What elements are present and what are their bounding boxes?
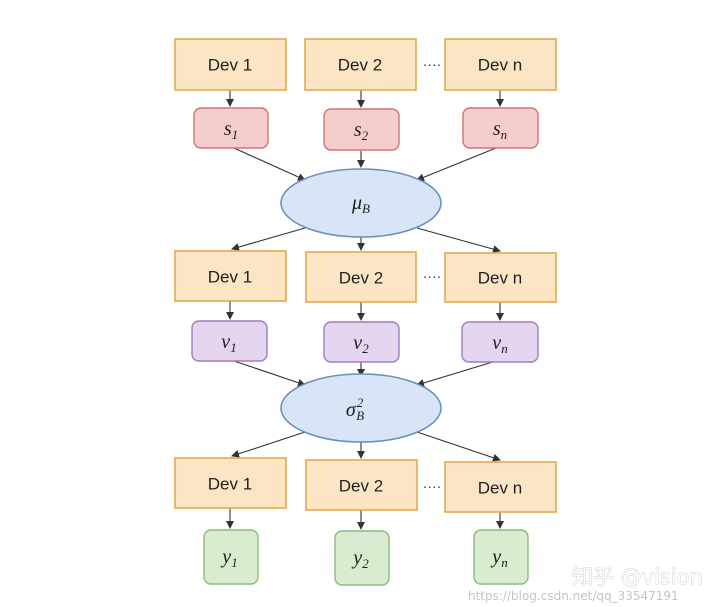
device-row-1: Dev 1 Dev 2 ···· Dev n	[174, 38, 557, 91]
device-box-dev1: Dev 1	[174, 457, 287, 509]
s-node-label: s2	[354, 119, 369, 143]
device-box-devn: Dev n	[444, 461, 557, 513]
arrow-vn-to-sigma	[416, 360, 497, 387]
s-node-1: s1	[193, 107, 269, 149]
device-box-dev2: Dev 2	[305, 459, 418, 511]
device-box-dev2: Dev 2	[305, 251, 417, 303]
device-box-devn: Dev n	[444, 252, 557, 303]
ellipsis-row-3: ····	[423, 478, 442, 494]
arrow-sigma-to-devn	[416, 431, 501, 462]
v-node-2: ν2	[323, 321, 400, 363]
s-node-label: s1	[224, 118, 238, 142]
mean-ellipse: μB	[280, 168, 442, 238]
arrow-s1-to-mu	[233, 147, 306, 181]
s-node-label: sn	[493, 118, 507, 142]
device-label: Dev 1	[208, 56, 252, 75]
device-box-dev1: Dev 1	[174, 38, 287, 91]
y-node-row: y1 y2 yn	[203, 529, 529, 586]
arrow-mu-to-devn	[416, 227, 501, 253]
ellipsis-row-1: ····	[423, 56, 442, 72]
device-label: Dev n	[478, 269, 522, 288]
y-node-2: y2	[334, 530, 390, 586]
device-label: Dev 1	[208, 268, 252, 287]
y-node-label: y1	[220, 546, 237, 570]
arrow-mu-to-dev1	[231, 227, 306, 251]
arrow-sn-to-mu	[416, 147, 497, 182]
device-box-devn: Dev n	[444, 38, 557, 91]
device-label: Dev n	[478, 479, 522, 498]
y-node-label: yn	[490, 546, 507, 570]
device-box-dev1: Dev 1	[174, 250, 287, 302]
watermark-url-text: https://blog.csdn.net/qq_33547191	[468, 589, 679, 603]
watermark: 知乎 @vision https://blog.csdn.net/qq_3354…	[468, 565, 703, 603]
device-label: Dev 1	[208, 475, 252, 494]
device-row-2: Dev 1 Dev 2 ···· Dev n	[174, 250, 557, 303]
v-node-label: ν1	[221, 331, 236, 355]
device-row-3: Dev 1 Dev 2 ···· Dev n	[174, 457, 557, 513]
v-node-1: ν1	[191, 320, 268, 362]
v-node-label: νn	[492, 332, 507, 356]
y-node-n: yn	[473, 529, 529, 585]
device-label: Dev 2	[338, 56, 382, 75]
watermark-main-text: 知乎 @vision	[572, 565, 703, 589]
device-label: Dev 2	[339, 269, 383, 288]
s-node-row: s1 s2 sn	[193, 107, 539, 151]
s-node-n: sn	[462, 107, 539, 149]
v-node-label: ν2	[353, 332, 369, 356]
v-node-row: ν1 ν2 νn	[191, 320, 539, 363]
device-label: Dev n	[478, 56, 522, 75]
arrow-v1-to-sigma	[233, 360, 306, 387]
v-node-n: νn	[461, 321, 539, 363]
mean-label: μB	[351, 192, 370, 216]
device-label: Dev 2	[339, 477, 383, 496]
y-node-label: y2	[351, 547, 369, 571]
arrow-sigma-to-dev1	[231, 431, 306, 458]
ellipsis-row-2: ····	[423, 268, 442, 284]
s-node-2: s2	[323, 108, 400, 151]
device-box-dev2: Dev 2	[304, 38, 417, 91]
y-node-1: y1	[203, 529, 259, 585]
